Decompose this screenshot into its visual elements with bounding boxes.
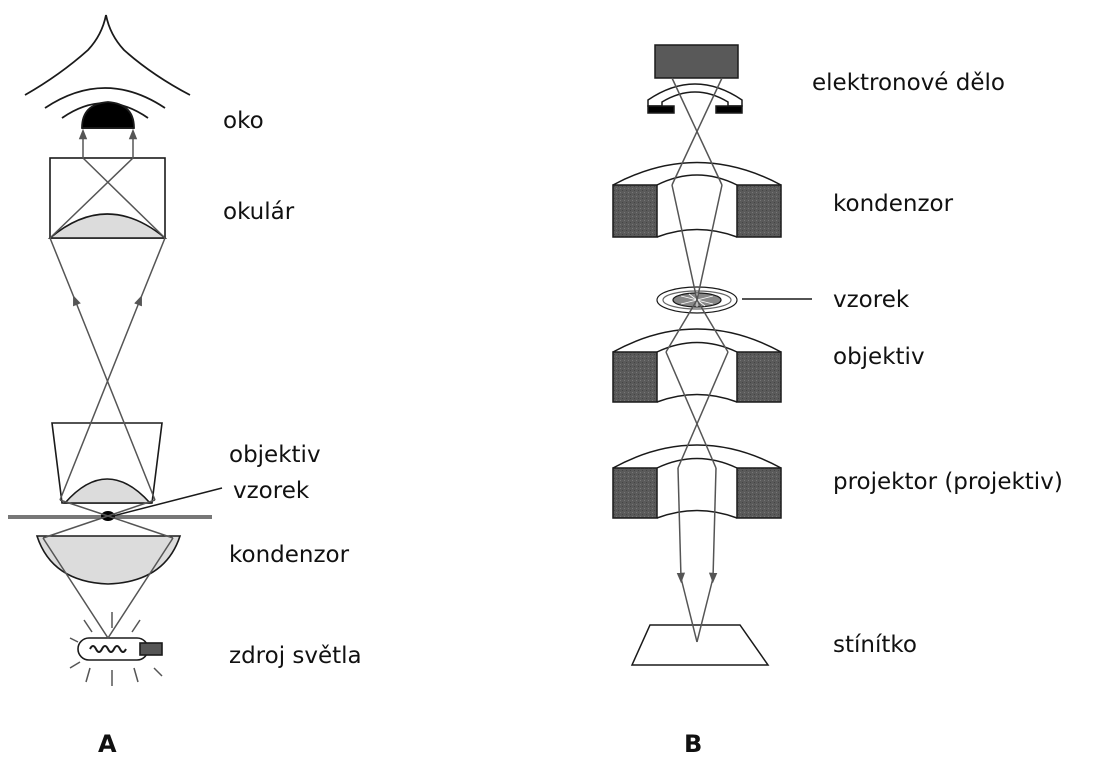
label-eye: oko	[223, 108, 264, 134]
light-bulb	[69, 612, 163, 686]
label-light-source: zdroj světla	[229, 643, 362, 669]
label-specimen-b: vzorek	[833, 287, 910, 313]
fluorescent-screen	[630, 624, 770, 666]
condenser-lens	[35, 535, 182, 585]
condenser-magnet	[612, 161, 782, 238]
objective-shape	[51, 422, 163, 504]
label-objective-a: objektiv	[229, 442, 321, 468]
panel-letter-a: A	[98, 730, 117, 758]
eye-shape	[24, 14, 191, 129]
electron-microscope-diagram	[612, 44, 812, 666]
label-electron-gun: elektronové dělo	[812, 70, 1005, 96]
label-screen: stínítko	[833, 632, 917, 658]
label-condenser-a: kondenzor	[229, 542, 350, 568]
panel-letter-b: B	[684, 730, 703, 758]
electron-rays	[665, 77, 729, 643]
light-rays	[42, 128, 174, 639]
eyepiece-shape	[47, 157, 168, 239]
label-specimen-a: vzorek	[233, 478, 310, 504]
specimen-leader-a	[112, 487, 223, 517]
electron-gun-shape	[647, 44, 743, 114]
label-objective-b: objektiv	[833, 344, 925, 370]
label-projector: projektor (projektiv)	[833, 469, 1063, 495]
projector-magnet	[612, 444, 782, 519]
light-microscope-diagram	[8, 14, 223, 686]
label-eyepiece: okulár	[223, 199, 295, 225]
objective-magnet	[612, 328, 782, 403]
label-condenser-b: kondenzor	[833, 191, 954, 217]
specimen-grid	[656, 286, 738, 314]
